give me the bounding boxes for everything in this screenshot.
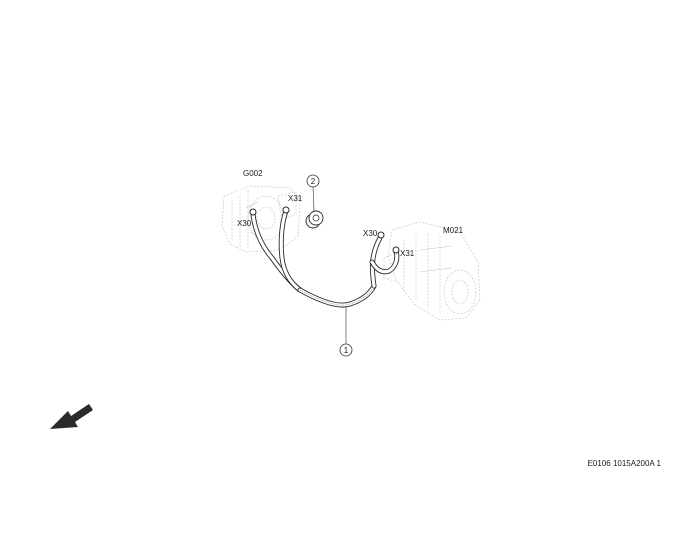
grommet-part xyxy=(305,210,324,229)
starter-m021-outline xyxy=(383,221,481,321)
callout-2-leader xyxy=(312,186,315,212)
label-m021: M021 xyxy=(443,226,464,235)
callout-1-number: 1 xyxy=(344,346,349,355)
label-starter-x31: X31 xyxy=(400,249,415,258)
label-gen-x30: X30 xyxy=(237,219,252,228)
generator-g002-outline xyxy=(221,185,301,253)
callout-2-number: 2 xyxy=(311,177,316,186)
label-starter-x30: X30 xyxy=(363,229,378,238)
label-g002: G002 xyxy=(243,169,263,178)
label-gen-x31: X31 xyxy=(288,194,303,203)
cable-harness xyxy=(249,206,400,308)
callout-2-circle xyxy=(306,174,320,188)
drawing-reference: E0106 1015A200A 1 xyxy=(588,459,662,468)
forward-arrow-icon xyxy=(50,404,93,429)
callout-1-circle xyxy=(339,343,353,357)
